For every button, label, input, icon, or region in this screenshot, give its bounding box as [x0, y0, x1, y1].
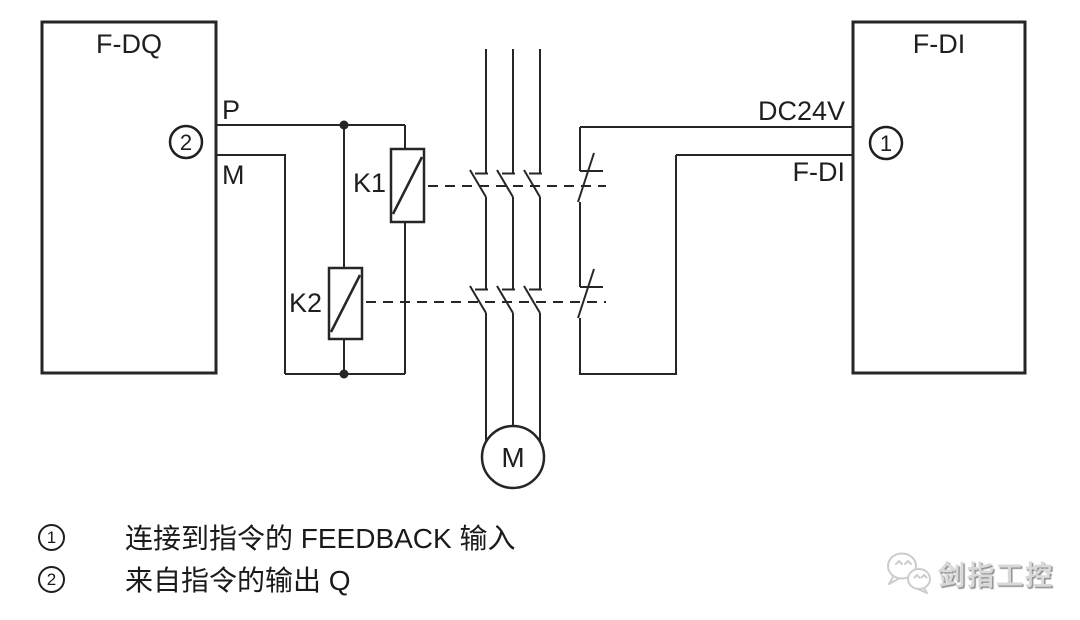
fdq-module: F-DQ 2 [40, 20, 218, 375]
legend-item-1: 1 连接到指令的 FEEDBACK 输入 [38, 517, 515, 557]
output-side-wires [216, 124, 406, 375]
fdq-module-box [40, 20, 218, 375]
brand-watermark: 剑指工控 [885, 551, 1054, 595]
fdq-module-title: F-DQ [96, 29, 162, 59]
wiring-diagram: F-DQ 2 F-DI 1 P M [40, 20, 1027, 490]
fdi-module-title: F-DI [913, 29, 965, 59]
phase1-k1-contact [469, 169, 488, 198]
feedback-circuit-wires [577, 126, 853, 375]
mechanical-links [366, 185, 606, 303]
callout-2: 2 [168, 124, 204, 160]
m-terminal-wire [216, 154, 286, 374]
junction-dot-top [339, 120, 349, 130]
phase2-k1-contact [496, 169, 515, 198]
k1-coil: K1 [353, 147, 426, 224]
k2-coil-label: K2 [289, 288, 322, 318]
phase-line-1 [469, 49, 488, 442]
k1-coil-label: K1 [353, 168, 386, 198]
callout-1-circle [868, 125, 904, 161]
k2-coil: K2 [289, 266, 364, 341]
phase2-k2-contact [496, 285, 515, 314]
legend-text-1: 连接到指令的 FEEDBACK 输入 [125, 523, 516, 554]
k1-coil-diagonal [391, 156, 424, 215]
feedback-return-wire [579, 155, 677, 375]
motor-circle [480, 424, 546, 490]
k2-feedback-contact [577, 268, 603, 319]
callout-1: 1 [868, 125, 904, 161]
phase3-k2-contact [523, 285, 542, 314]
legend-callout-1: 1 [38, 523, 65, 551]
phase1-k2-contact [469, 285, 488, 314]
callout-2-number: 2 [180, 130, 192, 155]
callout-2-circle [168, 124, 204, 160]
k1-feedback-contact [577, 152, 603, 203]
m-terminal-label: M [222, 160, 245, 190]
motor: M [480, 424, 546, 490]
phase-line-2 [496, 49, 515, 426]
three-phase-lines [469, 49, 542, 442]
p-terminal-label: P [222, 95, 240, 125]
callout-1-number: 1 [880, 131, 892, 156]
phase3-k1-contact [523, 169, 542, 198]
junction-dot-bottom [339, 369, 349, 379]
legend-item-2: 2 来自指令的输出 Q [38, 559, 351, 599]
legend-callout-2: 2 [38, 565, 65, 593]
fdi-module: F-DI 1 [851, 20, 1027, 375]
watermark-brand-text: 剑指工控 [938, 560, 1054, 591]
phase-line-3 [523, 49, 542, 442]
dc24v-terminal-label: DC24V [758, 96, 845, 126]
legend-text-2: 来自指令的输出 Q [125, 565, 351, 596]
motor-label: M [501, 442, 524, 473]
k2-coil-diagonal [329, 274, 362, 333]
wechat-logo-icon [887, 552, 931, 594]
fdi-terminal-label: F-DI [793, 157, 845, 187]
fdi-module-box [851, 20, 1027, 375]
